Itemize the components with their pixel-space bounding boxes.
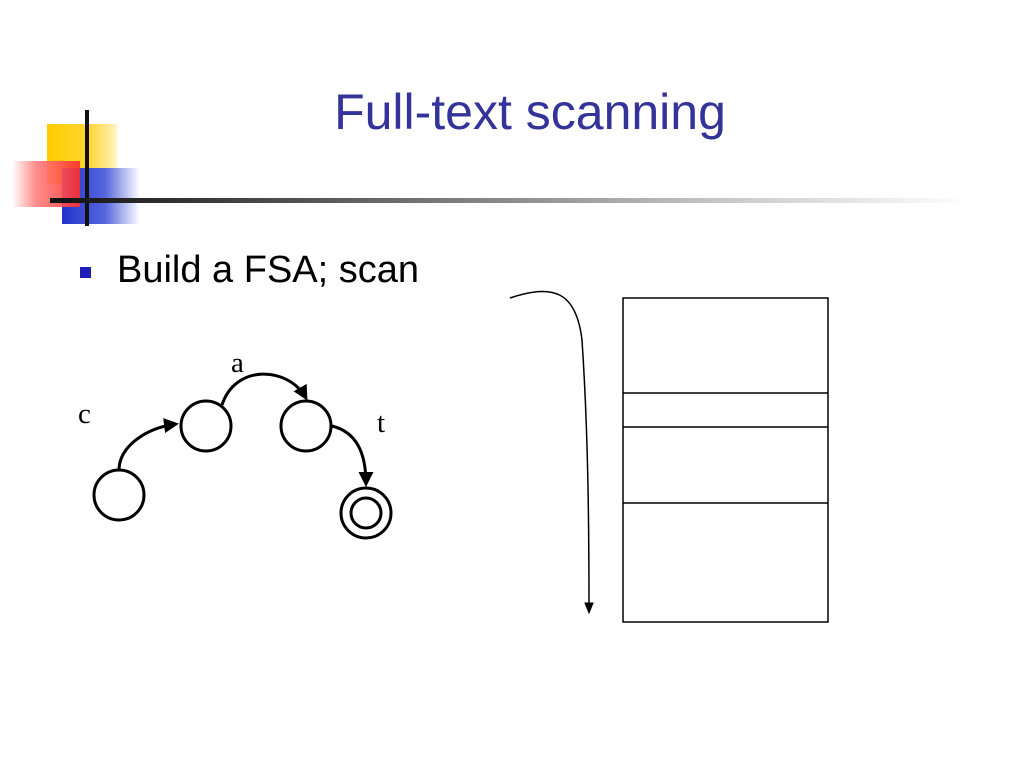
slide-title: Full-text scanning: [334, 84, 726, 140]
deco-horizontal-rule: [50, 198, 970, 203]
transition-t-arrow: [331, 424, 374, 487]
transition-label-t: t: [377, 407, 385, 439]
scan-arrow: [509, 290, 594, 615]
fsa-state-final-inner: [349, 496, 383, 530]
deco-vertical-line: [85, 110, 89, 226]
transition-c-arrow: [117, 418, 179, 470]
transition-label-a: a: [231, 347, 244, 379]
fsa-state-start: [92, 468, 146, 522]
bullet-item: Build a FSA; scan: [80, 246, 419, 294]
fsa-state-final-outer: [339, 486, 393, 540]
fsa-state-2: [179, 399, 233, 453]
fsa-state-3: [279, 399, 333, 453]
document-stack: [622, 297, 829, 623]
bullet-text: Build a FSA; scan: [117, 248, 420, 291]
document-box: [622, 297, 829, 623]
corner-decoration: [12, 110, 970, 226]
bullet-square-icon: [80, 266, 91, 278]
transition-label-c: c: [78, 398, 91, 430]
transition-a-arrow: [220, 372, 308, 406]
